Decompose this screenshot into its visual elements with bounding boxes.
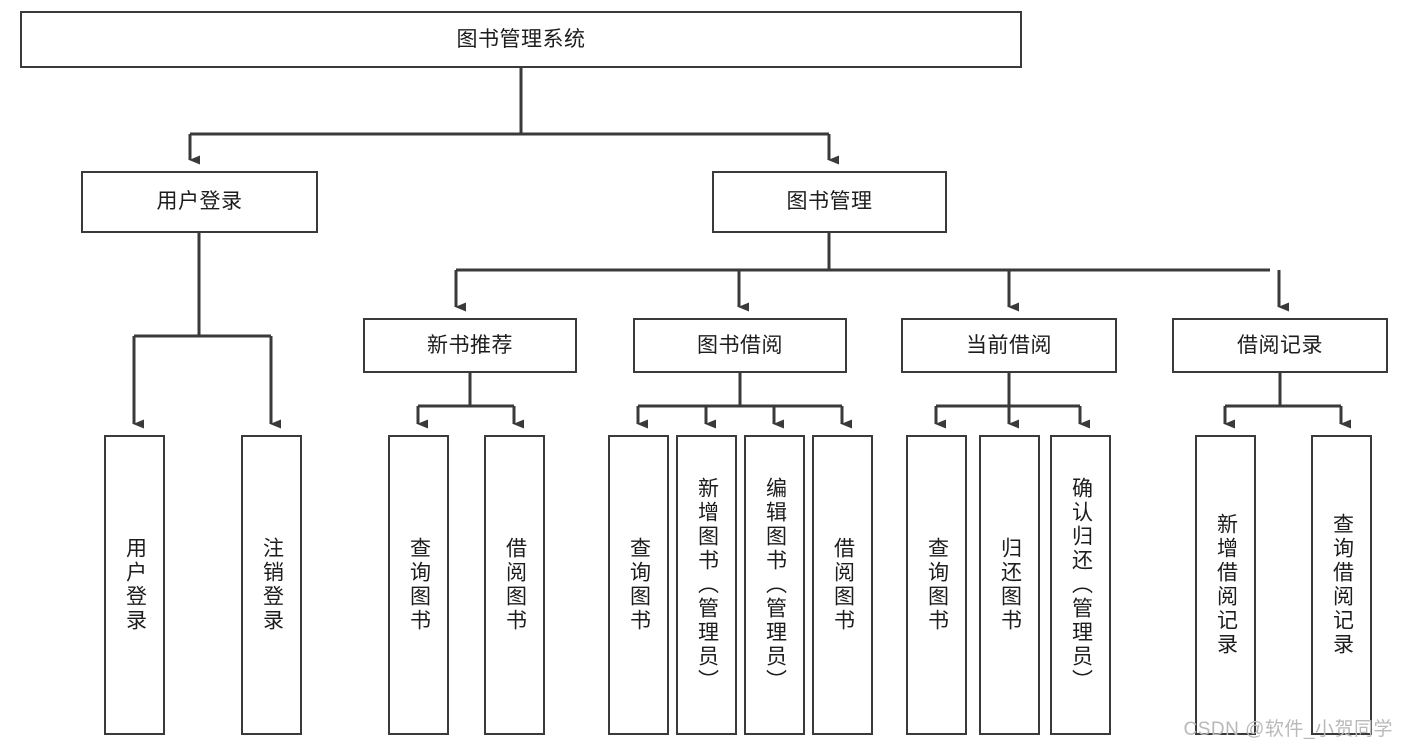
- node-leaf-query-book-3-label: 查询图书: [925, 537, 949, 633]
- connector-root-to-level1: [188, 68, 839, 165]
- node-leaf-query-record-label: 查询借阅记录: [1330, 513, 1354, 657]
- connector-borrow-record-to-leaves: [1223, 373, 1351, 429]
- node-leaf-user-login-label: 用户登录: [123, 537, 147, 633]
- node-leaf-add-record[interactable]: 新增借阅记录: [1195, 435, 1256, 735]
- node-leaf-edit-book[interactable]: 编辑图书（管理员）: [744, 435, 805, 735]
- node-book-borrow[interactable]: 图书借阅: [633, 318, 847, 373]
- node-leaf-query-book-1-label: 查询图书: [407, 537, 431, 633]
- node-new-book-recommend-label: 新书推荐: [427, 333, 513, 357]
- connector-user-login-to-leaves: [132, 233, 281, 429]
- connector-current-borrow-to-leaves: [934, 373, 1090, 429]
- node-root-label: 图书管理系统: [456, 27, 586, 51]
- node-book-borrow-label: 图书借阅: [697, 333, 783, 357]
- node-leaf-borrow-book-2-label: 借阅图书: [831, 537, 855, 633]
- connector-book-borrow-to-leaves: [636, 373, 852, 429]
- node-leaf-confirm-return[interactable]: 确认归还（管理员）: [1050, 435, 1111, 735]
- node-leaf-query-book-2-label: 查询图书: [627, 537, 651, 633]
- node-leaf-query-record[interactable]: 查询借阅记录: [1311, 435, 1372, 735]
- node-current-borrow[interactable]: 当前借阅: [901, 318, 1117, 373]
- node-leaf-confirm-return-label: 确认归还（管理员）: [1069, 477, 1093, 693]
- node-leaf-borrow-book-1[interactable]: 借阅图书: [484, 435, 545, 735]
- node-leaf-return-book[interactable]: 归还图书: [979, 435, 1040, 735]
- node-leaf-query-book-1[interactable]: 查询图书: [388, 435, 449, 735]
- node-leaf-add-book-label: 新增图书（管理员）: [695, 477, 719, 693]
- node-leaf-user-logout-label: 注销登录: [260, 537, 284, 633]
- node-leaf-edit-book-label: 编辑图书（管理员）: [763, 477, 787, 693]
- node-leaf-borrow-book-2[interactable]: 借阅图书: [812, 435, 873, 735]
- node-borrow-record-label: 借阅记录: [1237, 333, 1323, 357]
- node-root[interactable]: 图书管理系统: [20, 11, 1022, 68]
- node-leaf-add-record-label: 新增借阅记录: [1214, 513, 1238, 657]
- node-leaf-query-book-2[interactable]: 查询图书: [608, 435, 669, 735]
- node-leaf-add-book[interactable]: 新增图书（管理员）: [676, 435, 737, 735]
- node-leaf-return-book-label: 归还图书: [998, 537, 1022, 633]
- node-user-login-label: 用户登录: [156, 190, 243, 214]
- node-leaf-user-login[interactable]: 用户登录: [104, 435, 165, 735]
- connector-book-management-to-level2: [454, 232, 1289, 312]
- node-book-management-label: 图书管理: [786, 190, 873, 214]
- node-leaf-borrow-book-1-label: 借阅图书: [503, 537, 527, 633]
- connector-new-book-recommend-to-leaves: [416, 373, 524, 429]
- node-borrow-record[interactable]: 借阅记录: [1172, 318, 1388, 373]
- node-leaf-query-book-3[interactable]: 查询图书: [906, 435, 967, 735]
- node-new-book-recommend[interactable]: 新书推荐: [363, 318, 577, 373]
- node-book-management[interactable]: 图书管理: [712, 171, 947, 233]
- node-current-borrow-label: 当前借阅: [966, 333, 1052, 357]
- node-user-login[interactable]: 用户登录: [81, 171, 318, 233]
- node-leaf-user-logout[interactable]: 注销登录: [241, 435, 302, 735]
